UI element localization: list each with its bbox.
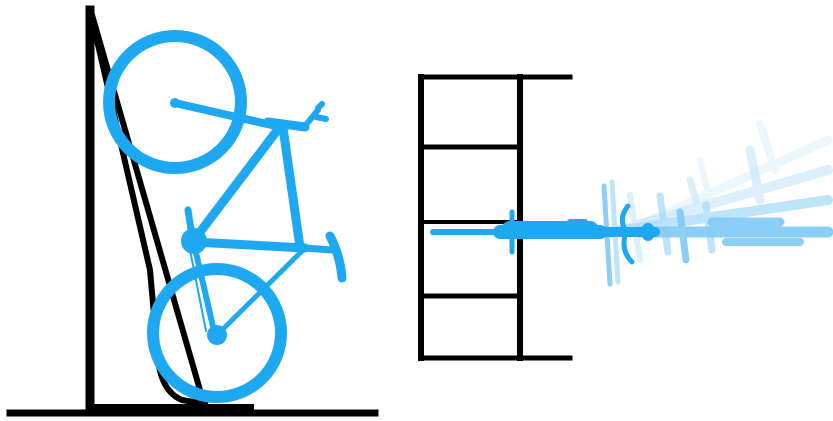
bike-down-tube (194, 128, 279, 240)
bike-side-view (109, 36, 342, 397)
side-view-panel (10, 10, 375, 414)
bike-top-tube (283, 128, 300, 247)
bike-seat-stay (221, 250, 303, 331)
rack-base-plate (92, 404, 254, 414)
bike-fork (175, 103, 276, 126)
bike-crank (188, 210, 192, 236)
rack-grid-top-view (421, 77, 570, 358)
bike-saddle (330, 236, 342, 278)
bike-seat-tube (194, 242, 305, 248)
bike-handlebar (305, 104, 326, 126)
top-view-panel (421, 77, 828, 358)
bike-top-view (433, 206, 655, 262)
bike-top-rear-hub (641, 223, 655, 241)
bike-seatpost (305, 248, 332, 250)
bike-motion-ghosts (604, 124, 828, 284)
